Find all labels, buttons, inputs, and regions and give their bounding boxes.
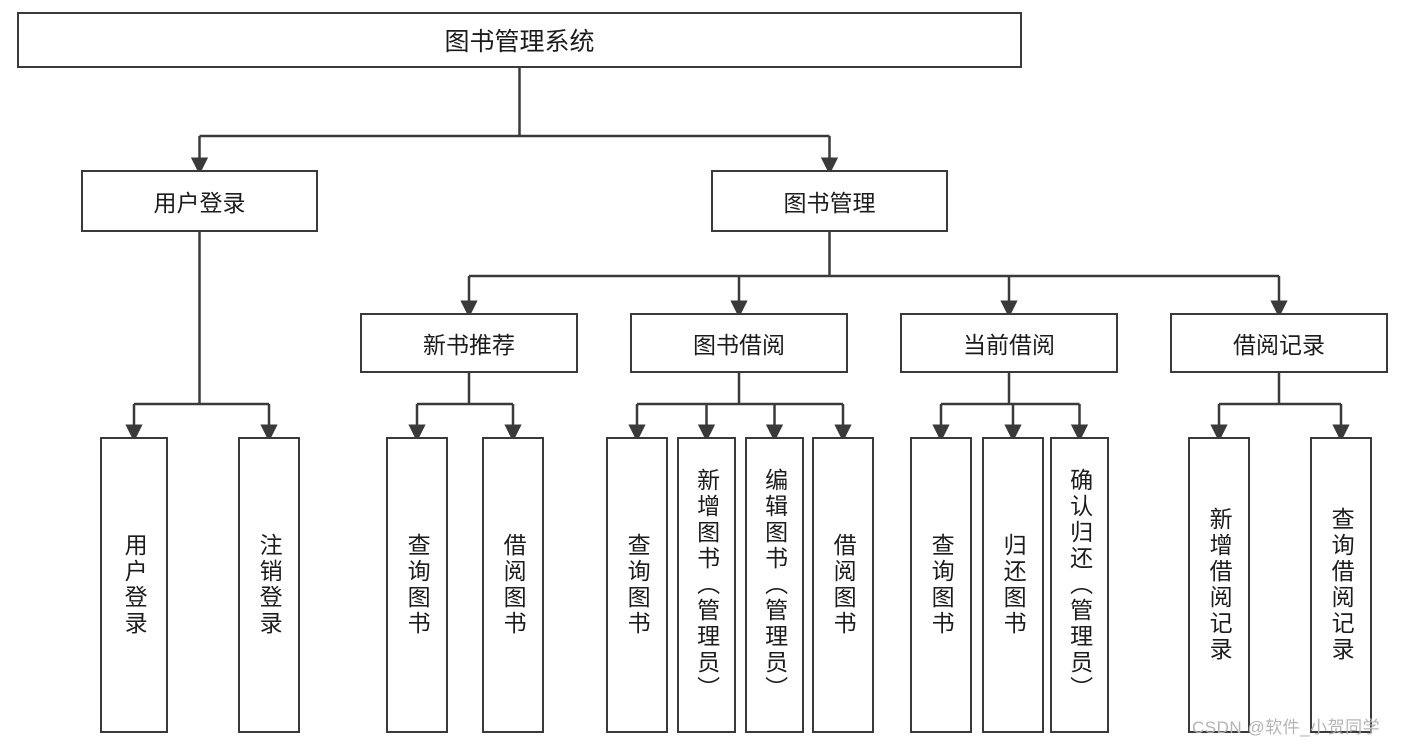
node-leaf-edit-book-admin[interactable]: 编辑图书（管理员） [745, 437, 804, 733]
node-current-loan-label: 当前借阅 [963, 332, 1055, 358]
node-leaf-user-logout[interactable]: 注销登录 [238, 437, 300, 733]
node-leaf-add-loan-record[interactable]: 新增借阅记录 [1188, 437, 1250, 733]
node-leaf-add-book-admin[interactable]: 新增图书（管理员） [677, 437, 736, 733]
node-leaf-query-book-cur-label: 查询图书 [928, 533, 955, 637]
node-new-book-rec-label: 新书推荐 [423, 332, 515, 358]
node-leaf-return-book[interactable]: 归还图书 [982, 437, 1044, 733]
node-leaf-borrow-book-label: 借阅图书 [830, 533, 857, 637]
node-leaf-query-book-cur[interactable]: 查询图书 [910, 437, 972, 733]
node-loan-record-label: 借阅记录 [1233, 332, 1325, 358]
node-user-login[interactable]: 用户登录 [81, 170, 318, 232]
node-leaf-query-book[interactable]: 查询图书 [606, 437, 668, 733]
node-new-book-rec[interactable]: 新书推荐 [360, 313, 578, 373]
node-user-login-label: 用户登录 [153, 190, 246, 216]
node-book-manage[interactable]: 图书管理 [711, 170, 948, 232]
node-book-borrow[interactable]: 图书借阅 [630, 313, 848, 373]
node-leaf-edit-book-admin-label: 编辑图书（管理员） [761, 468, 788, 702]
node-leaf-confirm-return-label: 确认归还（管理员） [1066, 468, 1093, 702]
node-leaf-user-logout-label: 注销登录 [256, 533, 283, 637]
node-loan-record[interactable]: 借阅记录 [1170, 313, 1388, 373]
node-leaf-add-book-admin-label: 新增图书（管理员） [693, 468, 720, 702]
csdn-watermark: CSDN @软件_小贺同学 [1192, 718, 1381, 737]
node-leaf-add-loan-record-label: 新增借阅记录 [1206, 507, 1233, 663]
node-leaf-user-login-label: 用户登录 [121, 533, 148, 637]
node-leaf-query-book-rec-label: 查询图书 [404, 533, 431, 637]
node-book-borrow-label: 图书借阅 [693, 332, 785, 358]
node-leaf-borrow-book-rec[interactable]: 借阅图书 [482, 437, 544, 733]
node-leaf-borrow-book-rec-label: 借阅图书 [500, 533, 527, 637]
node-leaf-borrow-book[interactable]: 借阅图书 [812, 437, 874, 733]
node-leaf-query-loan-record[interactable]: 查询借阅记录 [1310, 437, 1372, 733]
node-current-loan[interactable]: 当前借阅 [900, 313, 1118, 373]
node-leaf-return-book-label: 归还图书 [1000, 533, 1027, 637]
node-leaf-confirm-return[interactable]: 确认归还（管理员） [1050, 437, 1109, 733]
node-root-label: 图书管理系统 [444, 28, 595, 56]
node-root[interactable]: 图书管理系统 [17, 12, 1022, 68]
node-leaf-query-loan-record-label: 查询借阅记录 [1328, 507, 1355, 663]
node-leaf-user-login[interactable]: 用户登录 [100, 437, 168, 733]
node-book-manage-label: 图书管理 [783, 190, 876, 216]
node-leaf-query-book-rec[interactable]: 查询图书 [386, 437, 448, 733]
node-leaf-query-book-label: 查询图书 [624, 533, 651, 637]
